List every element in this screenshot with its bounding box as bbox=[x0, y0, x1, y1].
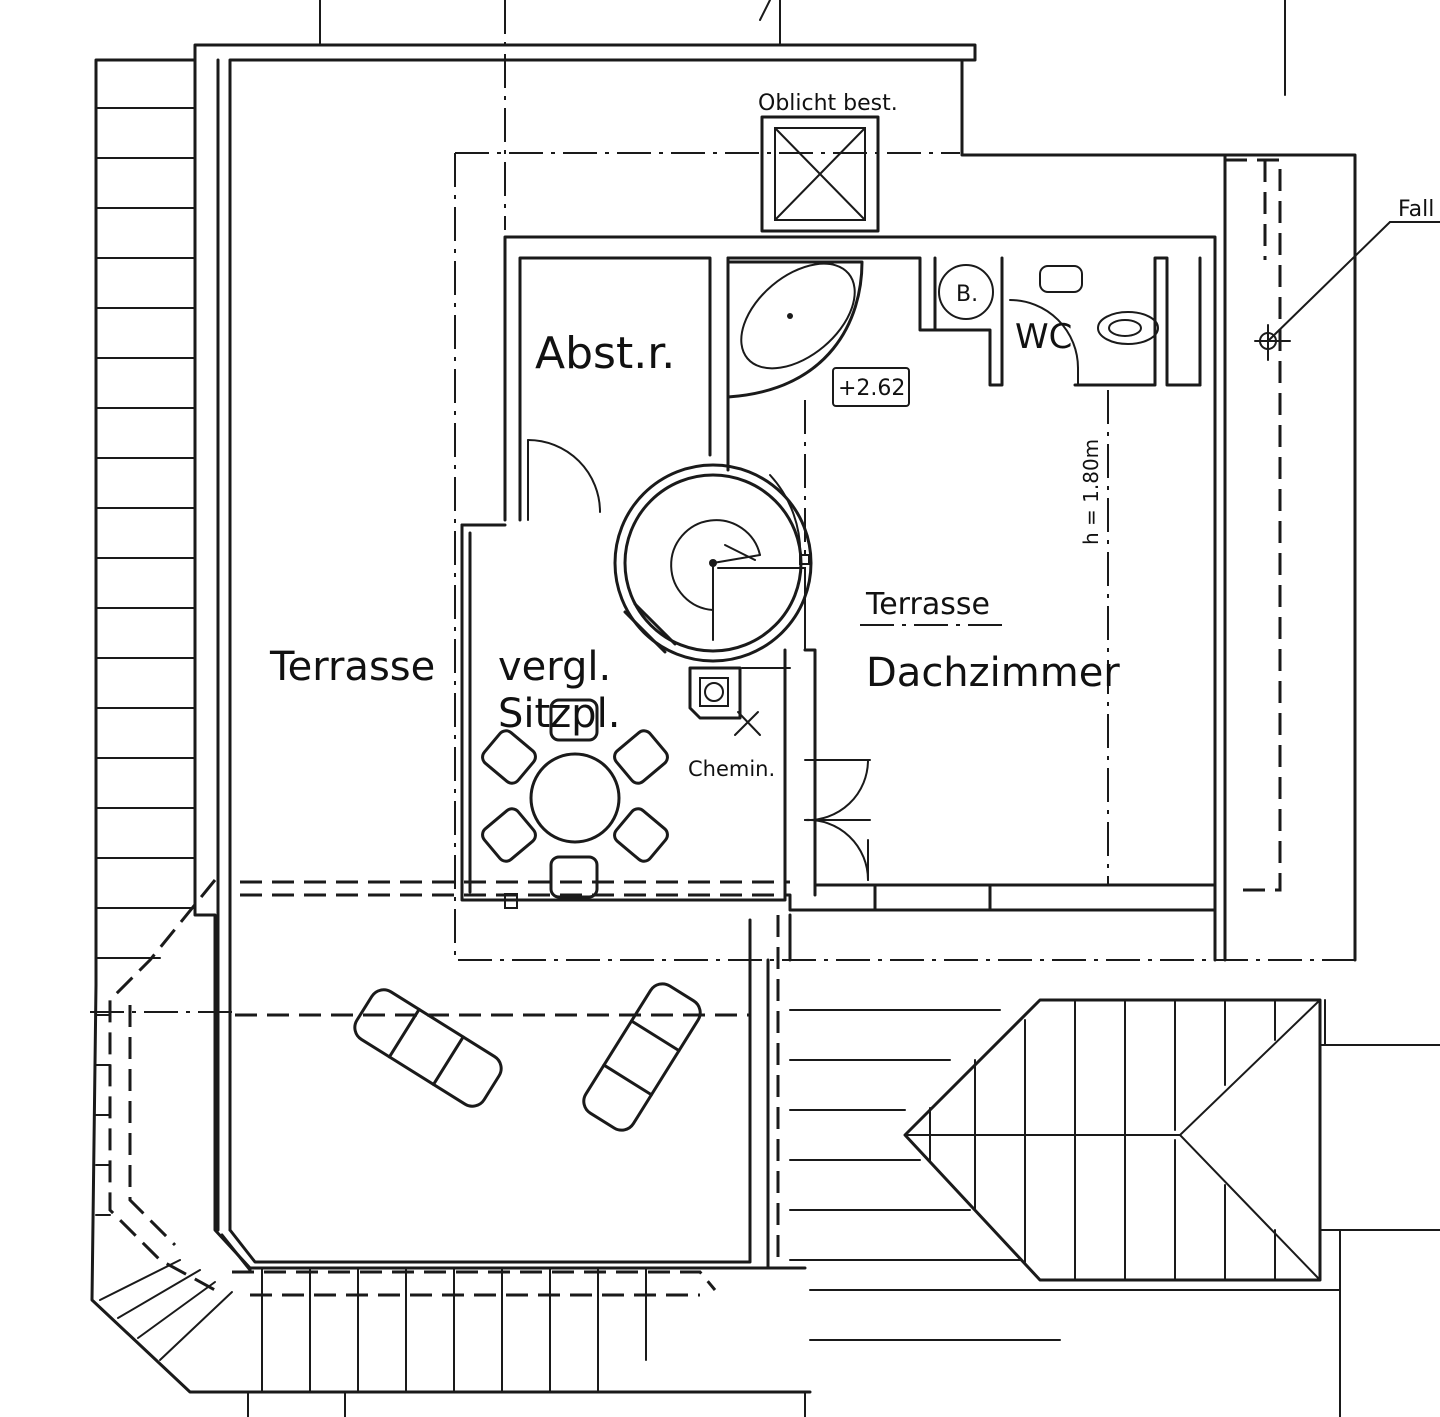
deck-chairs bbox=[353, 982, 702, 1132]
roof-tiles-right bbox=[789, 999, 1440, 1341]
storage-door bbox=[527, 439, 601, 521]
dachzimmer-label: Dachzimmer bbox=[866, 650, 1120, 696]
roof-left bbox=[90, 58, 812, 1394]
seating-label: Sitzpl. bbox=[498, 691, 620, 737]
height-label: h = 1.80m bbox=[1079, 439, 1103, 545]
sitzplatz-area bbox=[460, 523, 787, 909]
outer-walls bbox=[193, 0, 1357, 1417]
covered-label: vergl. bbox=[498, 644, 611, 690]
wc-label: WC bbox=[1015, 317, 1072, 357]
terrace-right-label: Terrasse bbox=[865, 587, 990, 622]
fireplace bbox=[688, 666, 791, 736]
bidet bbox=[938, 264, 994, 320]
bathtub bbox=[726, 260, 864, 399]
dashed-lines bbox=[90, 0, 1355, 1017]
skylight-label: Oblicht best. bbox=[758, 91, 898, 116]
bidet-label: B. bbox=[956, 282, 978, 307]
terrace-left-label: Terrasse bbox=[269, 644, 435, 690]
skylight bbox=[760, 115, 880, 233]
storage-room-label: Abst.r. bbox=[535, 328, 675, 379]
downpipe bbox=[1254, 221, 1440, 361]
downpipe-label: Fall bbox=[1398, 197, 1434, 222]
level-value: +2.62 bbox=[838, 376, 905, 401]
roof-tiles-left bbox=[95, 107, 647, 1393]
spiral-stair bbox=[613, 463, 813, 663]
inner-walls bbox=[503, 153, 1227, 962]
wc-fixtures bbox=[1009, 265, 1159, 386]
roof-right bbox=[766, 913, 1440, 1341]
table-and-chairs bbox=[481, 698, 669, 899]
terrace-door bbox=[804, 759, 871, 881]
fireplace-label: Chemin. bbox=[688, 757, 775, 781]
level-marker bbox=[832, 367, 910, 407]
